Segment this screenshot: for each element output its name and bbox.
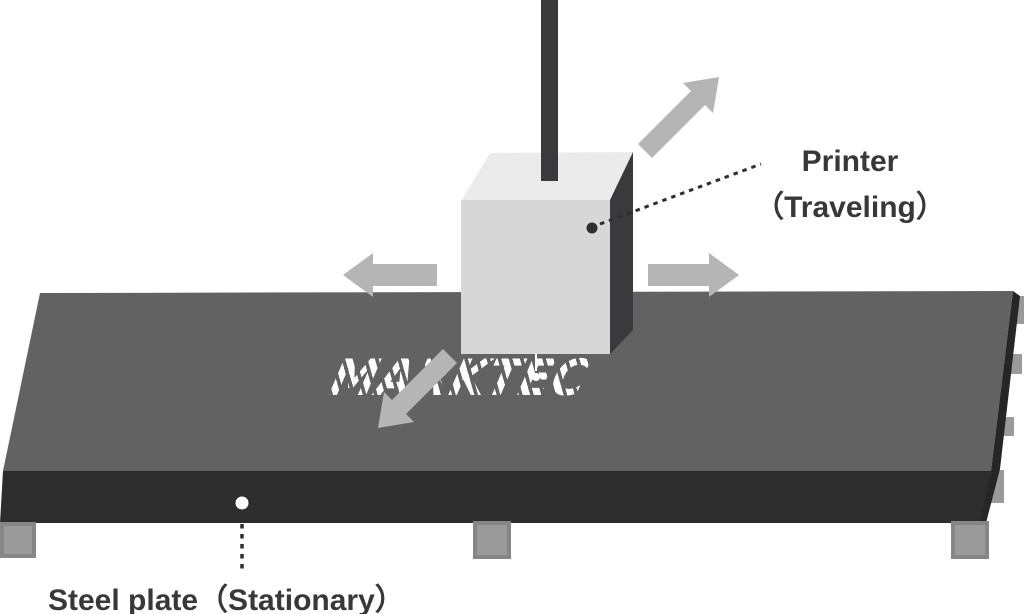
arrow-left-icon (343, 253, 437, 297)
printer-callout-dot (586, 222, 598, 234)
printer-box-front (461, 200, 610, 354)
steel-plate-right-edge (977, 291, 1020, 523)
arrow-up-right-icon (638, 77, 719, 158)
printer-label-subtitle: （Traveling） (754, 191, 946, 224)
plate-label: Steel plate（Stationary） (48, 584, 405, 614)
printer-label: Printer （Traveling） (748, 139, 952, 231)
plate-foot (473, 521, 511, 559)
plate-foot (0, 522, 36, 558)
steel-plate-front (0, 471, 991, 523)
printer-box-side (610, 152, 633, 354)
arrow-down-left-icon (378, 349, 457, 428)
printer-mast (541, 0, 558, 181)
arrow-right-icon (648, 253, 739, 297)
plate-callout-dot (235, 496, 249, 510)
steel-plate-top (3, 291, 1013, 471)
plate-foot (1014, 296, 1024, 324)
printer-label-title: Printer (801, 145, 899, 178)
printer-callout-line (599, 162, 762, 226)
print-head-dot (532, 373, 540, 381)
plate-foot (951, 521, 989, 559)
